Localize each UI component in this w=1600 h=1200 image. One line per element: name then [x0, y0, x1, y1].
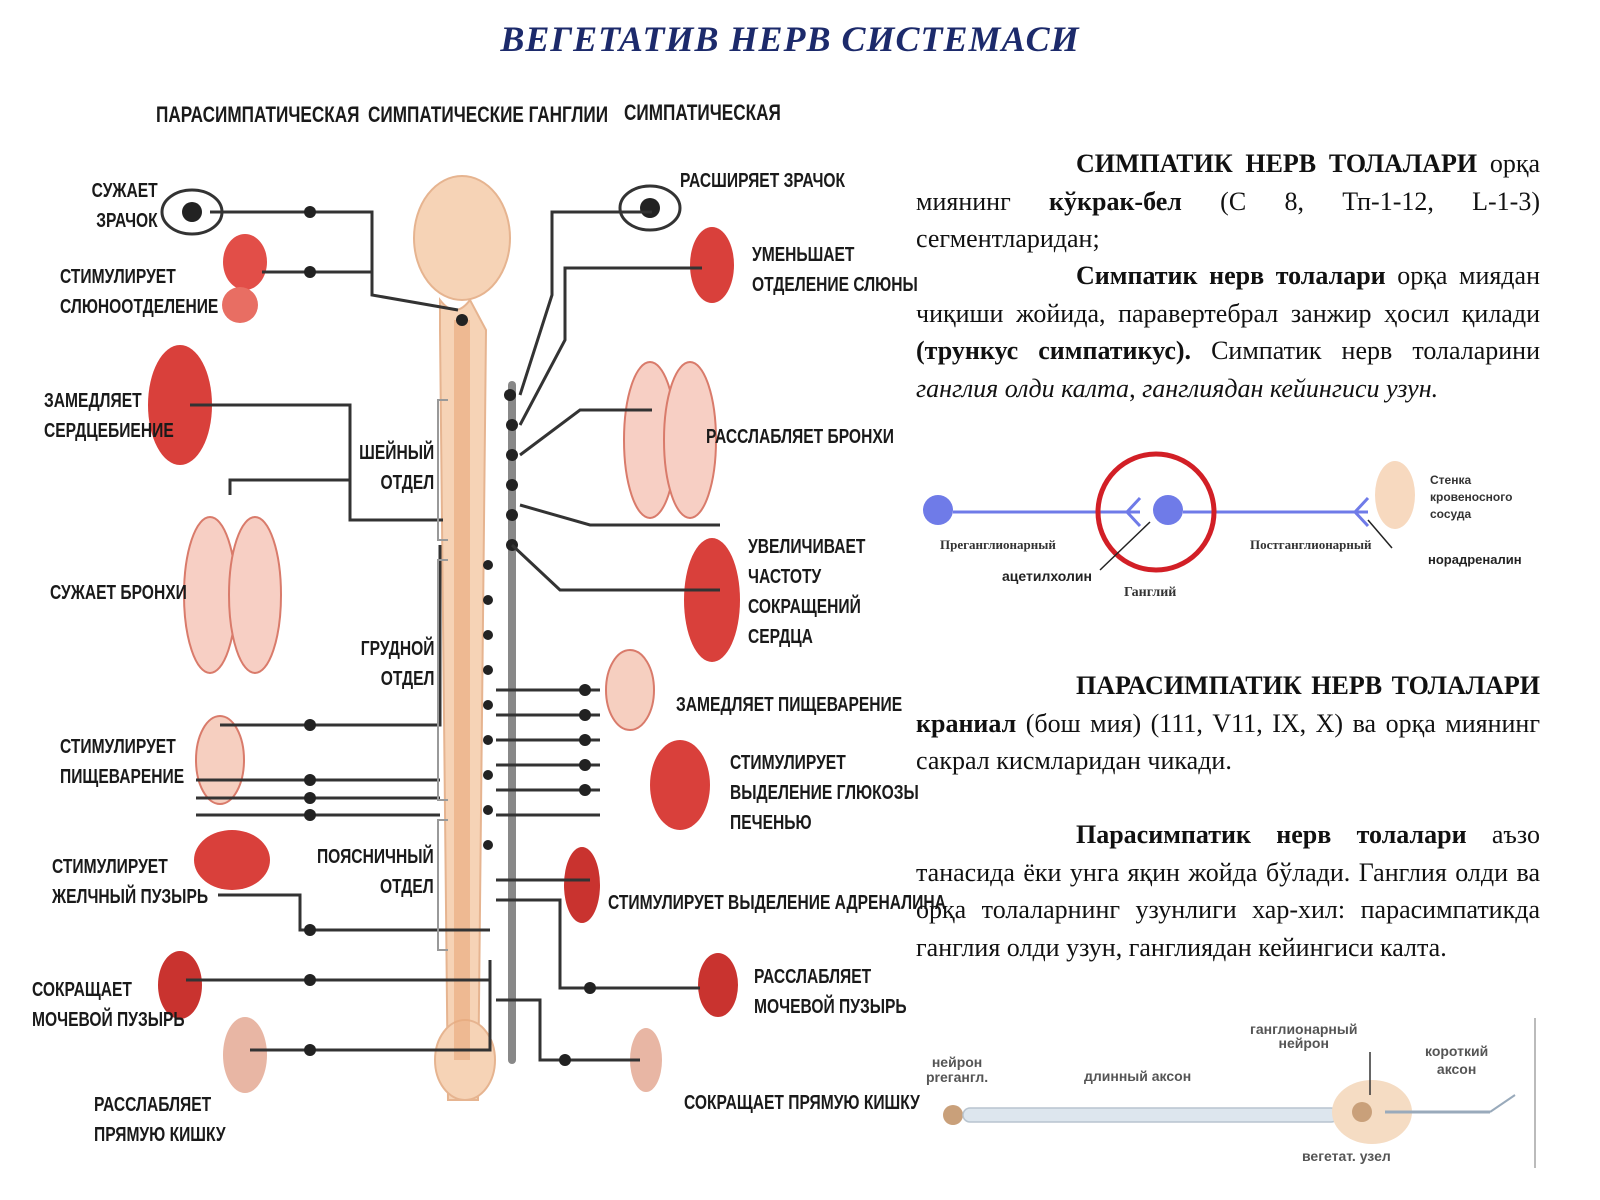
- label-veg-node: вегетат. узел: [1302, 1148, 1391, 1164]
- label-reduces-saliva: УМЕНЬШАЕТ ОТДЕЛЕНИЕ СЛЮНЫ: [752, 244, 918, 296]
- label-thoracic: ГРУДНОЙ ОТДЕЛ: [360, 638, 434, 690]
- label-slows-digestion: ЗАМЕДЛЯЕТ ПИЩЕВАРЕНИЕ: [676, 694, 903, 716]
- nerve-synapse-markers: [304, 206, 596, 1066]
- label-stimulates-salivation: СТИМУЛИРУЕТ СЛЮНООТДЕЛЕНИЕ: [60, 266, 219, 318]
- left-organs: [148, 188, 282, 1093]
- parasympathetic-paragraph-1: ПАРАСИМПАТИК НЕРВ ТОЛАЛАРИ краниал (бош …: [916, 671, 1540, 775]
- label-stimulates-gallbladder: СТИМУЛИРУЕТ ЖЕЛЧНЫЙ ПУЗЫРЬ: [52, 856, 209, 908]
- label-relaxes-bladder: РАССЛАБЛЯЕТ МОЧЕВОЙ ПУЗЫРЬ: [754, 966, 907, 1018]
- rectum-icon: [223, 1017, 267, 1093]
- label-stimulates-digestion: СТИМУЛИРУЕТ ПИЩЕВАРЕНИЕ: [60, 736, 185, 788]
- label-ganglion: Ганглий: [1124, 585, 1177, 600]
- rectum-right-icon: [630, 1028, 662, 1092]
- header-ganglia: СИМПАТИЧЕСКИЕ ГАНГЛИИ: [368, 102, 609, 127]
- bladder-right-icon: [698, 953, 738, 1017]
- label-slows-heartbeat: ЗАМЕДЛЯЕТ СЕРДЦЕБИЕНИЕ: [44, 390, 174, 442]
- lungs-right-icon: [623, 361, 717, 519]
- long-axon-icon: [962, 1107, 1339, 1123]
- ganglion-ring: [1095, 451, 1217, 573]
- label-contracts-rectum: СОКРАЩАЕТ ПРЯМУЮ КИШКУ: [684, 1092, 920, 1114]
- label-relaxes-bronchi: РАССЛАБЛЯЕТ БРОНХИ: [706, 426, 894, 448]
- para-schematic: [943, 1018, 1536, 1168]
- liver-icon: [194, 830, 270, 890]
- section-brackets: [437, 399, 448, 951]
- pre-neuron-dot: [923, 495, 953, 525]
- label-short-axon: короткий аксон: [1425, 1043, 1489, 1077]
- label-contracts-bladder: СОКРАЩАЕТ МОЧЕВОЙ ПУЗЫРЬ: [32, 979, 185, 1031]
- brain-icon: [413, 175, 511, 301]
- ganglion-neuron-dot: [1153, 495, 1183, 525]
- stomach-icon: [195, 715, 245, 805]
- sympathetic-paragraph-2: Симпатик нерв толалари орқа миядан чиқиш…: [916, 261, 1540, 403]
- sympathetic-paragraph-1: СИМПАТИК НЕРВ ТОЛАЛАРИ орқа миянинг кўкр…: [916, 149, 1541, 253]
- eye-icon: [160, 188, 224, 236]
- label-cervical: ШЕЙНЫЙ ОТДЕЛ: [358, 442, 434, 494]
- label-constricts-pupil: СУЖАЕТ ЗРАЧОК: [91, 180, 158, 232]
- label-preganglionic: Преганглионарный: [940, 537, 1056, 552]
- liver-right-icon: [650, 740, 710, 830]
- page-title: ВЕГЕТАТИВ НЕРВ СИСТЕМАСИ: [500, 19, 1080, 59]
- header-sympathetic: СИМПАТИЧЕСКАЯ: [624, 100, 781, 125]
- label-pregang-neuron: нейрон preгангл.: [926, 1054, 989, 1085]
- salivary-gland-right-icon: [690, 227, 734, 303]
- nerve-lines: [186, 210, 720, 1062]
- right-organs: [564, 184, 740, 1092]
- label-relaxes-rectum: РАССЛАБЛЯЕТ ПРЯМУЮ КИШКУ: [94, 1094, 226, 1146]
- parasympathetic-paragraph-2: Парасимпатик нерв толалари аъзо танасида…: [916, 820, 1540, 962]
- label-dilates-pupil: РАСШИРЯЕТ ЗРАЧОК: [680, 170, 846, 192]
- label-long-axon: длинный аксон: [1084, 1068, 1192, 1084]
- eye-icon-right: [618, 184, 682, 232]
- preganglionic-neuron-icon: [943, 1105, 963, 1125]
- label-glucose-release: СТИМУЛИРУЕТ ВЫДЕЛЕНИЕ ГЛЮКОЗЫ ПЕЧЕНЬЮ: [730, 752, 919, 834]
- label-lumbar: ПОЯСНИЧНЫЙ ОТДЕЛ: [317, 846, 434, 898]
- label-vessel-wall: Стенка кровеносного сосуда: [1430, 473, 1513, 521]
- ganglia-dots: [456, 314, 518, 850]
- heart-icon: [148, 345, 212, 465]
- salivary-gland-icon: [222, 234, 267, 323]
- label-noradrenaline: норадреналин: [1428, 552, 1522, 567]
- stomach-right-icon: [605, 649, 655, 731]
- spinal-cord-core: [454, 320, 470, 1060]
- heart-right-icon: [684, 538, 740, 662]
- label-acetylcholine: ацетилхолин: [1002, 568, 1092, 584]
- label-constricts-bronchi: СУЖАЕТ БРОНХИ: [50, 582, 187, 604]
- header-parasympathetic: ПАРАСИМПАТИЧЕСКАЯ: [156, 102, 360, 127]
- bladder-icon: [158, 951, 202, 1019]
- lungs-icon: [183, 516, 282, 674]
- label-increases-heart-rate: УВЕЛИЧИВАЕТ ЧАСТОТУ СОКРАЩЕНИЙ СЕРДЦА: [748, 536, 866, 648]
- label-ganglionic-neuron: ганглионарный нейрон: [1250, 1021, 1358, 1051]
- vessel-wall-icon: [1375, 461, 1415, 529]
- adrenal-icon: [564, 847, 600, 923]
- sym-schematic: [923, 451, 1415, 573]
- label-adrenaline-release: СТИМУЛИРУЕТ ВЫДЕЛЕНИЕ АДРЕНАЛИНА: [608, 892, 946, 914]
- label-postganglionic: Постганглионарный: [1250, 537, 1372, 552]
